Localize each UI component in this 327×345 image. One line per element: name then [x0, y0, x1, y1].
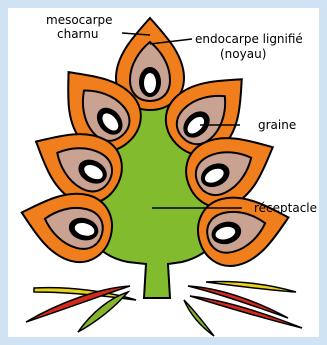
label-endocarp-1: endocarpe lignifié	[195, 32, 303, 46]
label-endocarp-2: (noyau)	[220, 47, 266, 61]
label-seed: graine	[258, 118, 296, 132]
label-mesocarp-2: charnu	[57, 27, 99, 41]
label-receptacle: réceptacle	[254, 201, 317, 215]
label-mesocarp-1: mesocarpe	[46, 13, 113, 27]
